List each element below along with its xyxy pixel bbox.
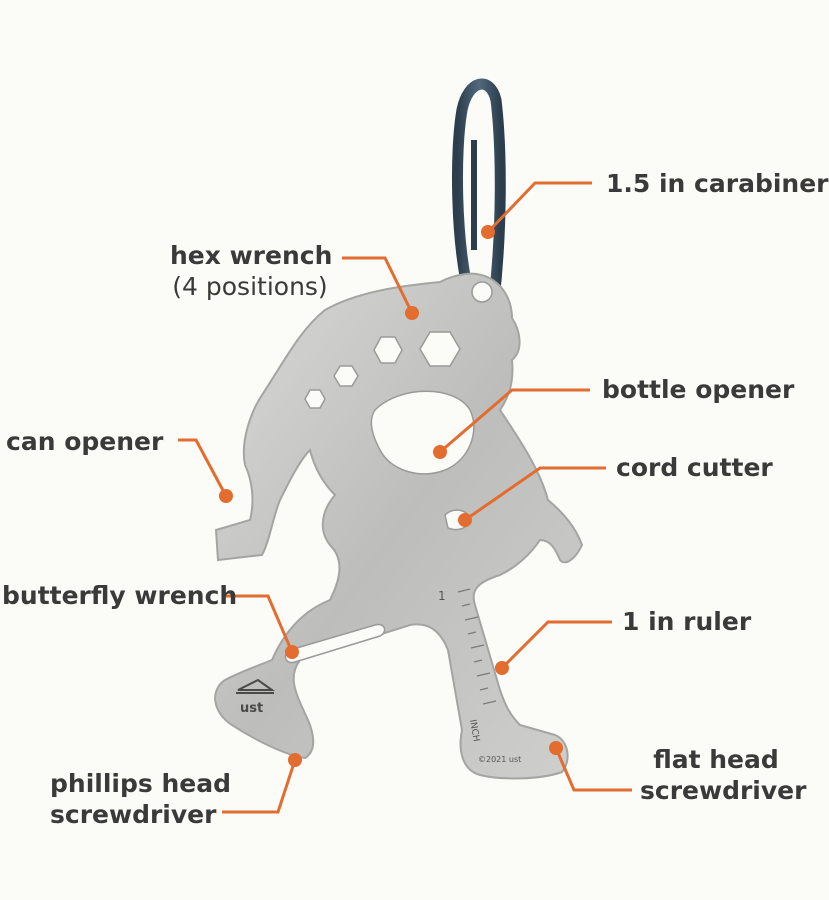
label-phillips: phillips head screwdriver xyxy=(50,768,231,830)
label-hex-wrench: hex wrench (4 positions) xyxy=(170,240,333,302)
leader-butterfly-wrench xyxy=(222,594,294,653)
copyright-mark: ©2021 ust xyxy=(478,755,521,764)
label-bottle-opener: bottle opener xyxy=(602,375,795,404)
label-phillips-line1: phillips head xyxy=(50,769,231,798)
leader-cord-cutter xyxy=(464,466,606,522)
ruler-unit: INCH xyxy=(467,719,481,743)
label-cord-cutter: cord cutter xyxy=(616,453,773,482)
ruler-ticks xyxy=(457,588,497,705)
diagram-art: 1 INCH ust ©2021 ust xyxy=(178,78,632,814)
leader-dots xyxy=(219,225,563,767)
leader-phillips xyxy=(222,759,297,814)
label-can-opener: can opener xyxy=(6,427,164,456)
label-carabiner: 1.5 in carabiner xyxy=(606,169,829,198)
label-phillips-line2: screwdriver xyxy=(50,800,217,829)
leader-flathead xyxy=(554,747,632,792)
label-flathead-line2: screwdriver xyxy=(640,776,807,805)
label-hex-wrench-title: hex wrench xyxy=(170,241,333,270)
brand-logo xyxy=(236,678,276,694)
leader-can-opener xyxy=(178,438,228,497)
label-flathead-line1: flat head xyxy=(653,745,779,774)
leader-lines xyxy=(178,181,632,814)
leader-bottle-opener xyxy=(439,388,590,454)
diagram: 1 INCH ust ©2021 ust 1.5 in carabiner he… xyxy=(2,78,829,830)
leader-carabiner xyxy=(486,181,592,234)
ruler-number: 1 xyxy=(438,589,446,603)
label-butterfly-wrench: butterfly wrench xyxy=(2,581,238,610)
leader-ruler xyxy=(500,620,612,670)
carabiner xyxy=(451,78,506,306)
leader-hex-wrench xyxy=(342,256,414,314)
label-flathead: flat head screwdriver xyxy=(640,744,807,806)
bigfoot-tool xyxy=(214,272,584,780)
label-ruler: 1 in ruler xyxy=(622,607,752,636)
brand-mark: ust xyxy=(240,701,263,716)
label-hex-wrench-sub: (4 positions) xyxy=(172,272,328,301)
